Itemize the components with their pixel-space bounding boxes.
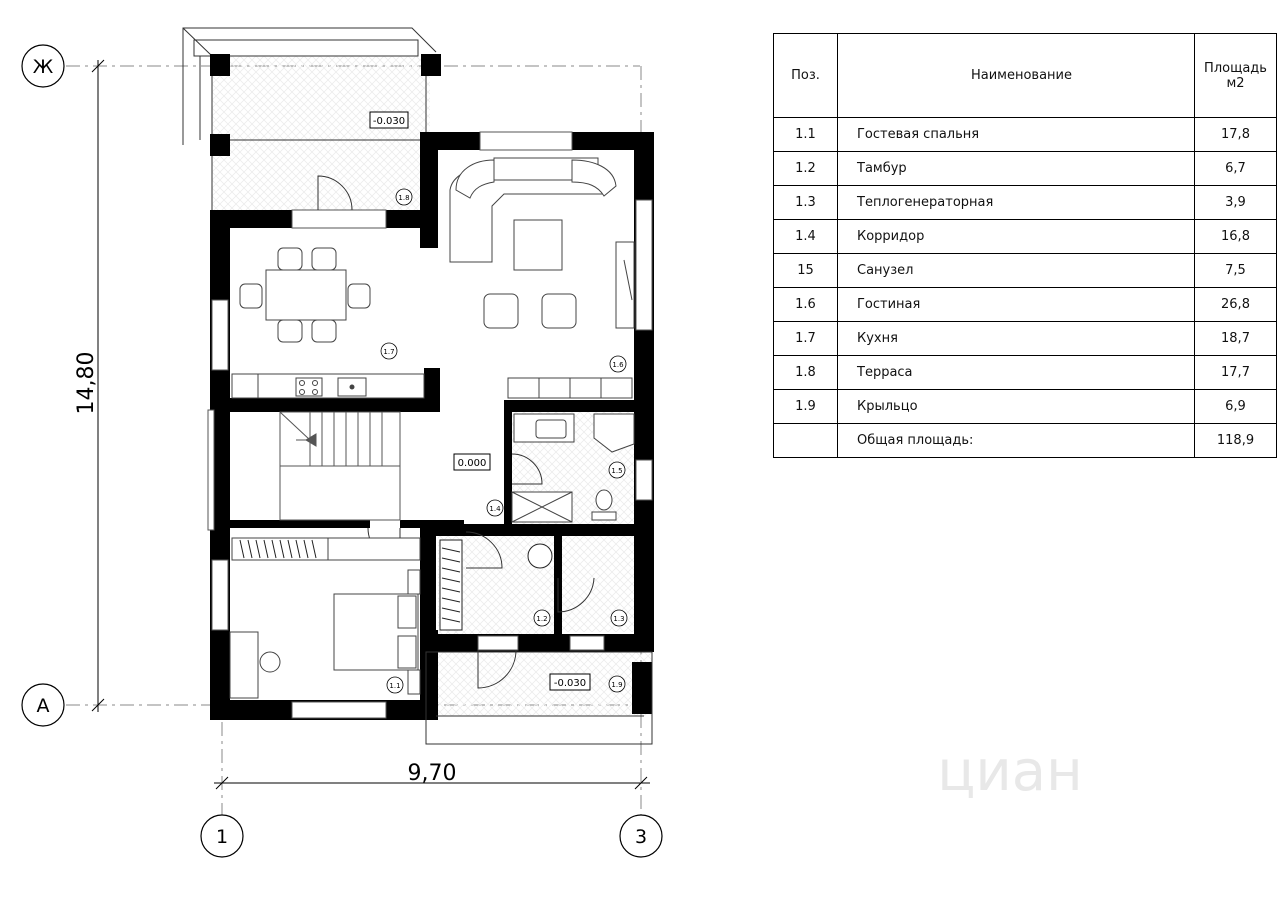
row-pos: 1.1	[773, 117, 838, 152]
row-area: 7,5	[1194, 253, 1277, 288]
row-pos: 1.2	[773, 151, 838, 186]
row-name: Крыльцо	[837, 389, 1195, 424]
row-name: Тамбур	[837, 151, 1195, 186]
porch-outline	[425, 651, 653, 745]
row-area: 17,7	[1194, 355, 1277, 390]
row-name: Корридор	[837, 219, 1195, 254]
total-pos	[773, 423, 838, 458]
living-furniture	[449, 157, 635, 399]
header-area: Площадь м2	[1194, 33, 1277, 118]
axis-marker-3-label: 3	[635, 826, 647, 848]
table-row-total: Общая площадь: 118,9	[773, 423, 1277, 458]
room-tag-1-9: 1.9	[611, 681, 622, 689]
row-name: Гостиная	[837, 287, 1195, 322]
level-mark-porch-label: -0.030	[554, 678, 586, 689]
total-area: 118,9	[1194, 423, 1277, 458]
axis-marker-zh-label: Ж	[33, 56, 54, 78]
area-table: Поз. Наименование Площадь м2 1.1 Гостева…	[773, 33, 1277, 458]
level-mark-floor: 0.000	[453, 453, 491, 471]
watermark: циан	[937, 739, 1082, 804]
axis-marker-1-label: 1	[216, 826, 228, 848]
axis-marker-zh: Ж	[21, 44, 65, 88]
table-row: 1.6 Гостиная 26,8	[773, 287, 1277, 322]
row-pos: 1.3	[773, 185, 838, 220]
total-name: Общая площадь:	[837, 423, 1195, 458]
header-name: Наименование	[837, 33, 1195, 118]
row-pos: 1.8	[773, 355, 838, 390]
room-tag-1-2: 1.2	[536, 615, 547, 623]
bedroom-furniture	[229, 537, 421, 699]
room-tag-1-5: 1.5	[611, 467, 622, 475]
dimension-lines	[91, 59, 650, 790]
level-mark-floor-label: 0.000	[458, 458, 487, 469]
table-row: 1.3 Теплогенераторная 3,9	[773, 185, 1277, 220]
room-tags: 1.1 1.2 1.3 1.4 1.5 1.6 1.7 1.8 1.9	[380, 188, 628, 694]
axis-marker-a-label: А	[37, 695, 50, 717]
row-area: 26,8	[1194, 287, 1277, 322]
dim-width: 9,70	[408, 761, 457, 786]
bathroom-fixtures	[511, 413, 635, 523]
row-pos: 1.4	[773, 219, 838, 254]
room-tag-1-8: 1.8	[398, 194, 409, 202]
table-row: 1.2 Тамбур 6,7	[773, 151, 1277, 186]
terrace-columns	[210, 54, 441, 156]
table-row: 1.7 Кухня 18,7	[773, 321, 1277, 356]
table-row: 1.8 Терраса 17,7	[773, 355, 1277, 390]
axis-marker-1: 1	[200, 814, 244, 858]
vestibule-wardrobe	[439, 539, 553, 631]
dim-height: 14,80	[74, 352, 99, 415]
terrace-outline	[182, 27, 437, 211]
table-row: 1.1 Гостевая спальня 17,8	[773, 117, 1277, 152]
row-area: 3,9	[1194, 185, 1277, 220]
row-pos: 1.9	[773, 389, 838, 424]
row-name: Теплогенераторная	[837, 185, 1195, 220]
row-name: Гостевая спальня	[837, 117, 1195, 152]
row-name: Санузел	[837, 253, 1195, 288]
row-area: 16,8	[1194, 219, 1277, 254]
kitchen-counter	[231, 373, 425, 399]
room-tag-1-1: 1.1	[389, 682, 400, 690]
room-tag-1-6: 1.6	[612, 361, 624, 369]
header-pos: Поз.	[773, 33, 838, 118]
table-row: 15 Санузел 7,5	[773, 253, 1277, 288]
level-mark-porch: -0.030	[549, 673, 591, 691]
row-area: 6,9	[1194, 389, 1277, 424]
axis-marker-3: 3	[619, 814, 663, 858]
level-mark-terrace: -0.030	[369, 111, 409, 129]
area-table-header: Поз. Наименование Площадь м2	[773, 33, 1277, 118]
room-tag-1-3: 1.3	[613, 615, 624, 623]
row-name: Терраса	[837, 355, 1195, 390]
axis-marker-a: А	[21, 683, 65, 727]
staircase	[279, 411, 401, 521]
windows	[207, 131, 653, 719]
row-name: Кухня	[837, 321, 1195, 356]
level-mark-terrace-label: -0.030	[373, 116, 405, 127]
dining-set	[239, 247, 371, 343]
row-area: 6,7	[1194, 151, 1277, 186]
row-pos: 1.6	[773, 287, 838, 322]
room-tag-1-7: 1.7	[383, 348, 394, 356]
row-pos: 1.7	[773, 321, 838, 356]
row-area: 17,8	[1194, 117, 1277, 152]
table-row: 1.4 Корридор 16,8	[773, 219, 1277, 254]
table-row: 1.9 Крыльцо 6,9	[773, 389, 1277, 424]
room-tag-1-4: 1.4	[489, 505, 501, 513]
row-area: 18,7	[1194, 321, 1277, 356]
row-pos: 15	[773, 253, 838, 288]
